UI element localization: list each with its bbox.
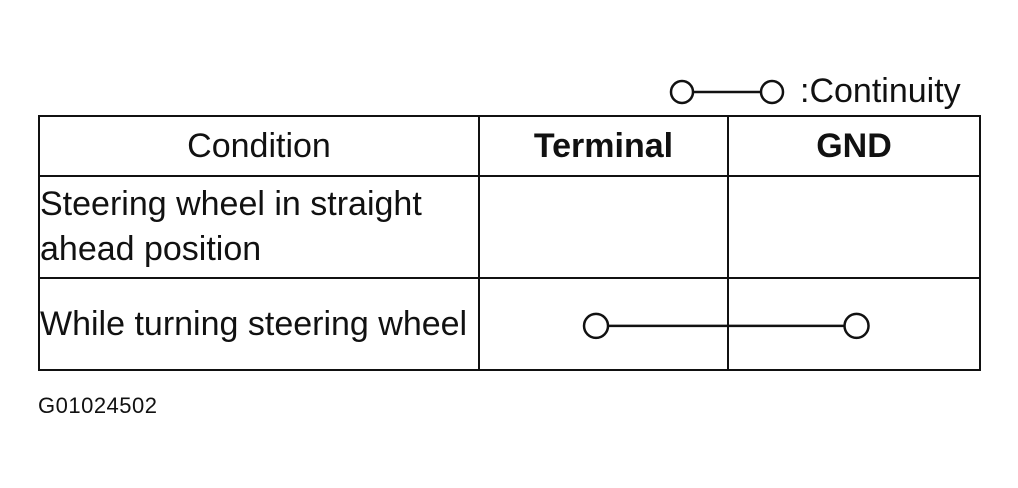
header-gnd: GND	[727, 115, 981, 177]
legend: :Continuity	[668, 70, 961, 112]
gnd-cell	[727, 175, 981, 279]
terminal-cell	[478, 277, 729, 371]
condition-cell: Steering wheel in straight ahead positio…	[38, 175, 480, 279]
figure-id: G01024502	[38, 393, 158, 418]
table-row: While turning steering wheel	[38, 277, 981, 371]
header-terminal: Terminal	[478, 115, 729, 177]
continuity-symbol-icon	[669, 79, 785, 105]
header-row: Condition Terminal GND	[38, 115, 981, 177]
legend-label: :Continuity	[800, 71, 961, 110]
terminal-cell	[478, 175, 729, 279]
gnd-cell	[727, 277, 981, 371]
header-condition: Condition	[38, 115, 480, 177]
continuity-table: Condition Terminal GND Steering wheel in…	[38, 115, 981, 371]
table-row: Steering wheel in straight ahead positio…	[38, 175, 981, 279]
condition-cell: While turning steering wheel	[38, 277, 480, 371]
